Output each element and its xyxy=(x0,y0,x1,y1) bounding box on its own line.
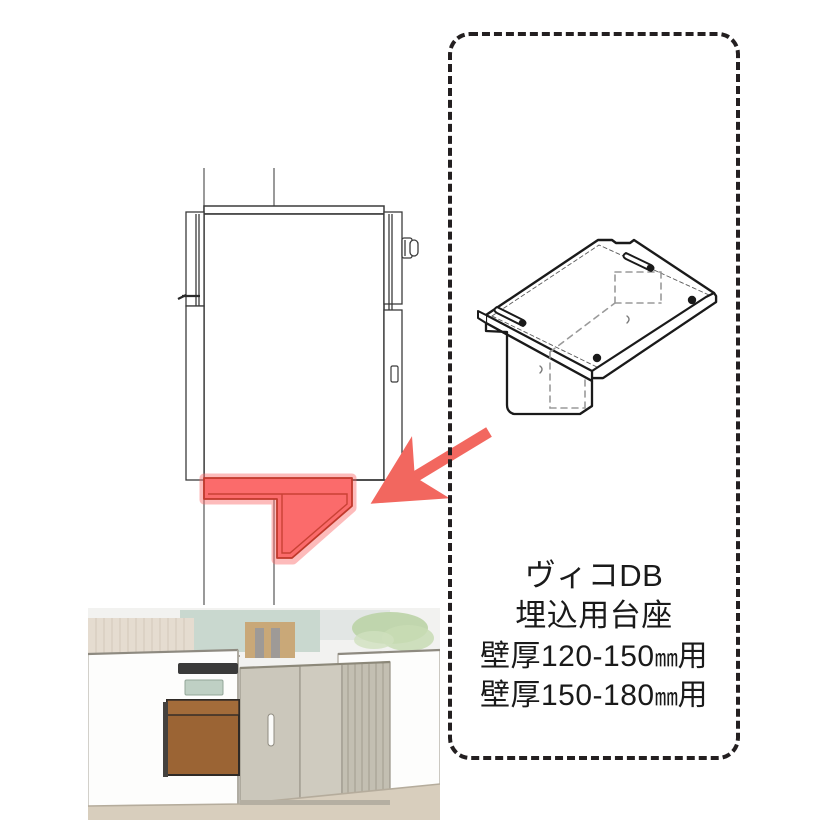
lock-knob-icon xyxy=(401,237,419,259)
spec1-suffix: 用 xyxy=(677,639,708,673)
base-slot-lower xyxy=(493,306,527,327)
arrow-line xyxy=(370,427,492,504)
photo-mailbox xyxy=(163,663,240,777)
base-hole-right xyxy=(687,295,697,305)
base-flange-bottom-edge xyxy=(512,405,593,415)
base-plate-right-thickness xyxy=(590,291,718,380)
spec2-prefix: 壁厚150-180 xyxy=(480,678,655,712)
left-detail-tick xyxy=(177,294,200,300)
highlight-inner-line xyxy=(208,493,348,554)
gate-handle xyxy=(267,713,275,747)
spec2-unit: ㎜ xyxy=(654,683,678,710)
base-left-tab xyxy=(477,310,487,324)
base-hole-center xyxy=(592,353,602,363)
base-hidden-lines xyxy=(549,271,662,409)
spec1-unit: ㎜ xyxy=(654,644,678,671)
base-emboss-marks xyxy=(539,315,630,374)
callout-dashed-panel xyxy=(448,32,740,760)
caption-line-spec-2: 壁厚150-180㎜用 xyxy=(448,676,740,715)
highlight-shape xyxy=(203,477,353,559)
latch-detail-icon xyxy=(390,365,399,383)
caption-line-spec-1: 壁厚120-150㎜用 xyxy=(448,637,740,676)
photo-gate xyxy=(239,660,391,807)
base-slot-upper xyxy=(622,252,655,272)
photo-foliage xyxy=(352,612,434,651)
photo-gate-base xyxy=(240,800,390,805)
callout-caption: ヴィコDB 埋込用台座 壁厚120-150㎜用 壁厚150-180㎜用 xyxy=(448,556,740,715)
spec1-prefix: 壁厚120-150 xyxy=(480,639,655,673)
caption-line-product: ヴィコDB xyxy=(524,558,664,593)
caption-line-part: 埋込用台座 xyxy=(515,598,673,634)
unit-body-outline xyxy=(203,213,385,481)
unit-left-flange xyxy=(185,211,205,481)
photo-background-door xyxy=(245,622,295,658)
spec2-suffix: 用 xyxy=(677,678,708,712)
photo-siding xyxy=(88,618,240,657)
